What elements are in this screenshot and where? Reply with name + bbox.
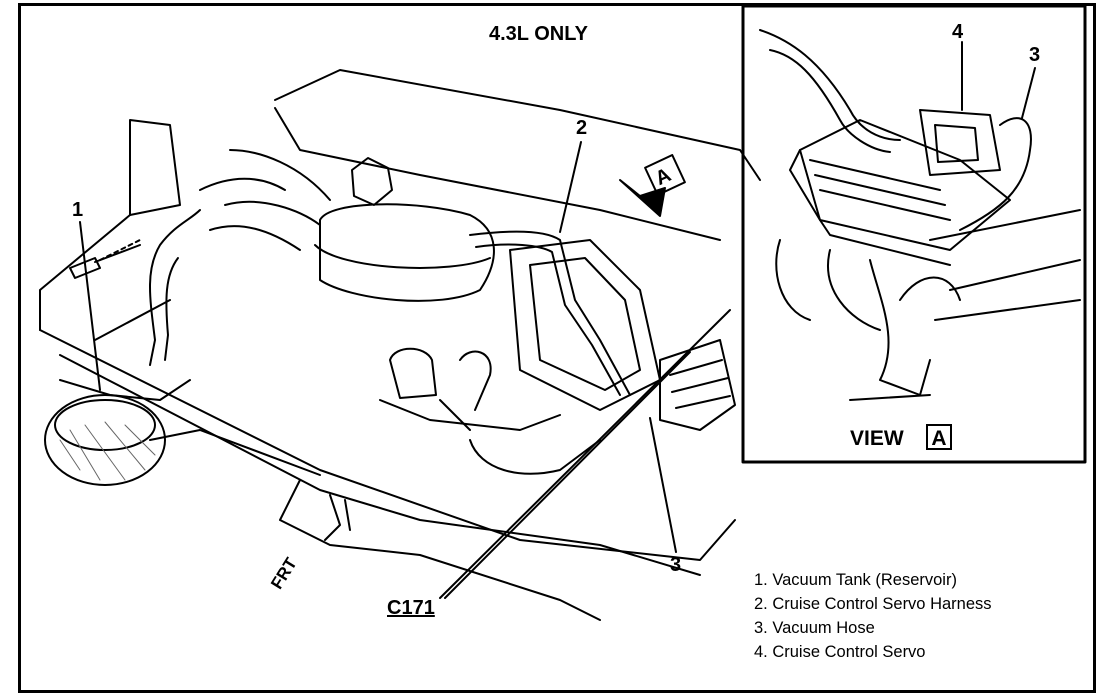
inset-hose-2 <box>769 49 891 153</box>
throttle-body <box>389 347 437 399</box>
leader-3-view <box>1021 67 1036 119</box>
oil-cap <box>351 157 393 206</box>
inset-vac-hose <box>959 117 1032 231</box>
servo-harness-2 <box>475 243 621 396</box>
firewall <box>129 119 181 216</box>
callout-2: 2 <box>576 117 588 139</box>
inset-manifold-2 <box>789 149 951 266</box>
inset-servo-2 <box>934 124 979 163</box>
cowl-line-2 <box>274 107 721 241</box>
leader-c171-b <box>439 309 731 599</box>
tank-bracket <box>59 379 191 401</box>
fender-lower <box>149 429 321 476</box>
legend-item: 4. Cruise Control Servo <box>754 643 926 661</box>
callout-4: 4 <box>952 21 964 43</box>
callout-3: 3 <box>670 554 682 576</box>
diagram-title: 4.3L ONLY <box>489 23 588 45</box>
leader-1 <box>79 221 101 391</box>
diagram-frame <box>18 3 1096 693</box>
inset-ribs <box>809 159 951 221</box>
view-label: VIEW <box>850 427 904 450</box>
vacuum-tank-top <box>54 399 156 451</box>
view-a-flag <box>644 154 686 196</box>
connector-label: C171 <box>387 597 435 619</box>
intake-duct <box>224 149 331 226</box>
vacuum-line <box>149 209 201 366</box>
callout-1: 1 <box>72 199 84 221</box>
air-cleaner <box>319 203 495 302</box>
throttle-linkage <box>439 350 492 431</box>
frame-rail <box>324 494 351 541</box>
fender-3 <box>279 479 601 621</box>
cowl-line <box>274 69 761 181</box>
firewall-2 <box>39 214 171 341</box>
fuse-block-2 <box>669 359 731 409</box>
vacuum-tank <box>44 394 166 486</box>
servo-bracket-2 <box>529 257 641 391</box>
leader-3 <box>649 417 677 553</box>
legend-item: 2. Cruise Control Servo Harness <box>754 595 992 613</box>
fender <box>39 329 736 561</box>
bolt <box>69 244 141 279</box>
bolt-dash <box>99 239 141 261</box>
inset-exhaust-2 <box>869 259 931 396</box>
legend-item: 3. Vacuum Hose <box>754 619 875 637</box>
view-letter: A <box>926 424 952 450</box>
callout-3-view: 3 <box>1029 44 1041 66</box>
inset-block <box>929 209 1081 321</box>
carb-base-2 <box>469 439 601 475</box>
inset-hose <box>759 29 901 141</box>
legend: 1. Vacuum Tank (Reservoir) 2. Cruise Con… <box>754 568 992 664</box>
legend-item: 1. Vacuum Tank (Reservoir) <box>754 571 957 589</box>
fuse-block <box>659 339 736 431</box>
view-a-arrow <box>619 179 666 217</box>
fender-2 <box>59 354 701 576</box>
leader-c171-a <box>444 351 691 599</box>
view-a-inset <box>741 4 1087 464</box>
intake-duct-2 <box>199 177 301 251</box>
carb-base <box>379 399 561 431</box>
air-cleaner-rim <box>314 244 491 269</box>
vacuum-tank-hatch <box>59 421 156 481</box>
servo-harness <box>469 230 631 396</box>
leader-2 <box>559 141 582 233</box>
inset-exhaust <box>775 239 881 331</box>
inset-servo <box>919 109 1001 176</box>
inset-exhaust-3 <box>849 276 961 401</box>
vacuum-line-2 <box>164 257 179 361</box>
